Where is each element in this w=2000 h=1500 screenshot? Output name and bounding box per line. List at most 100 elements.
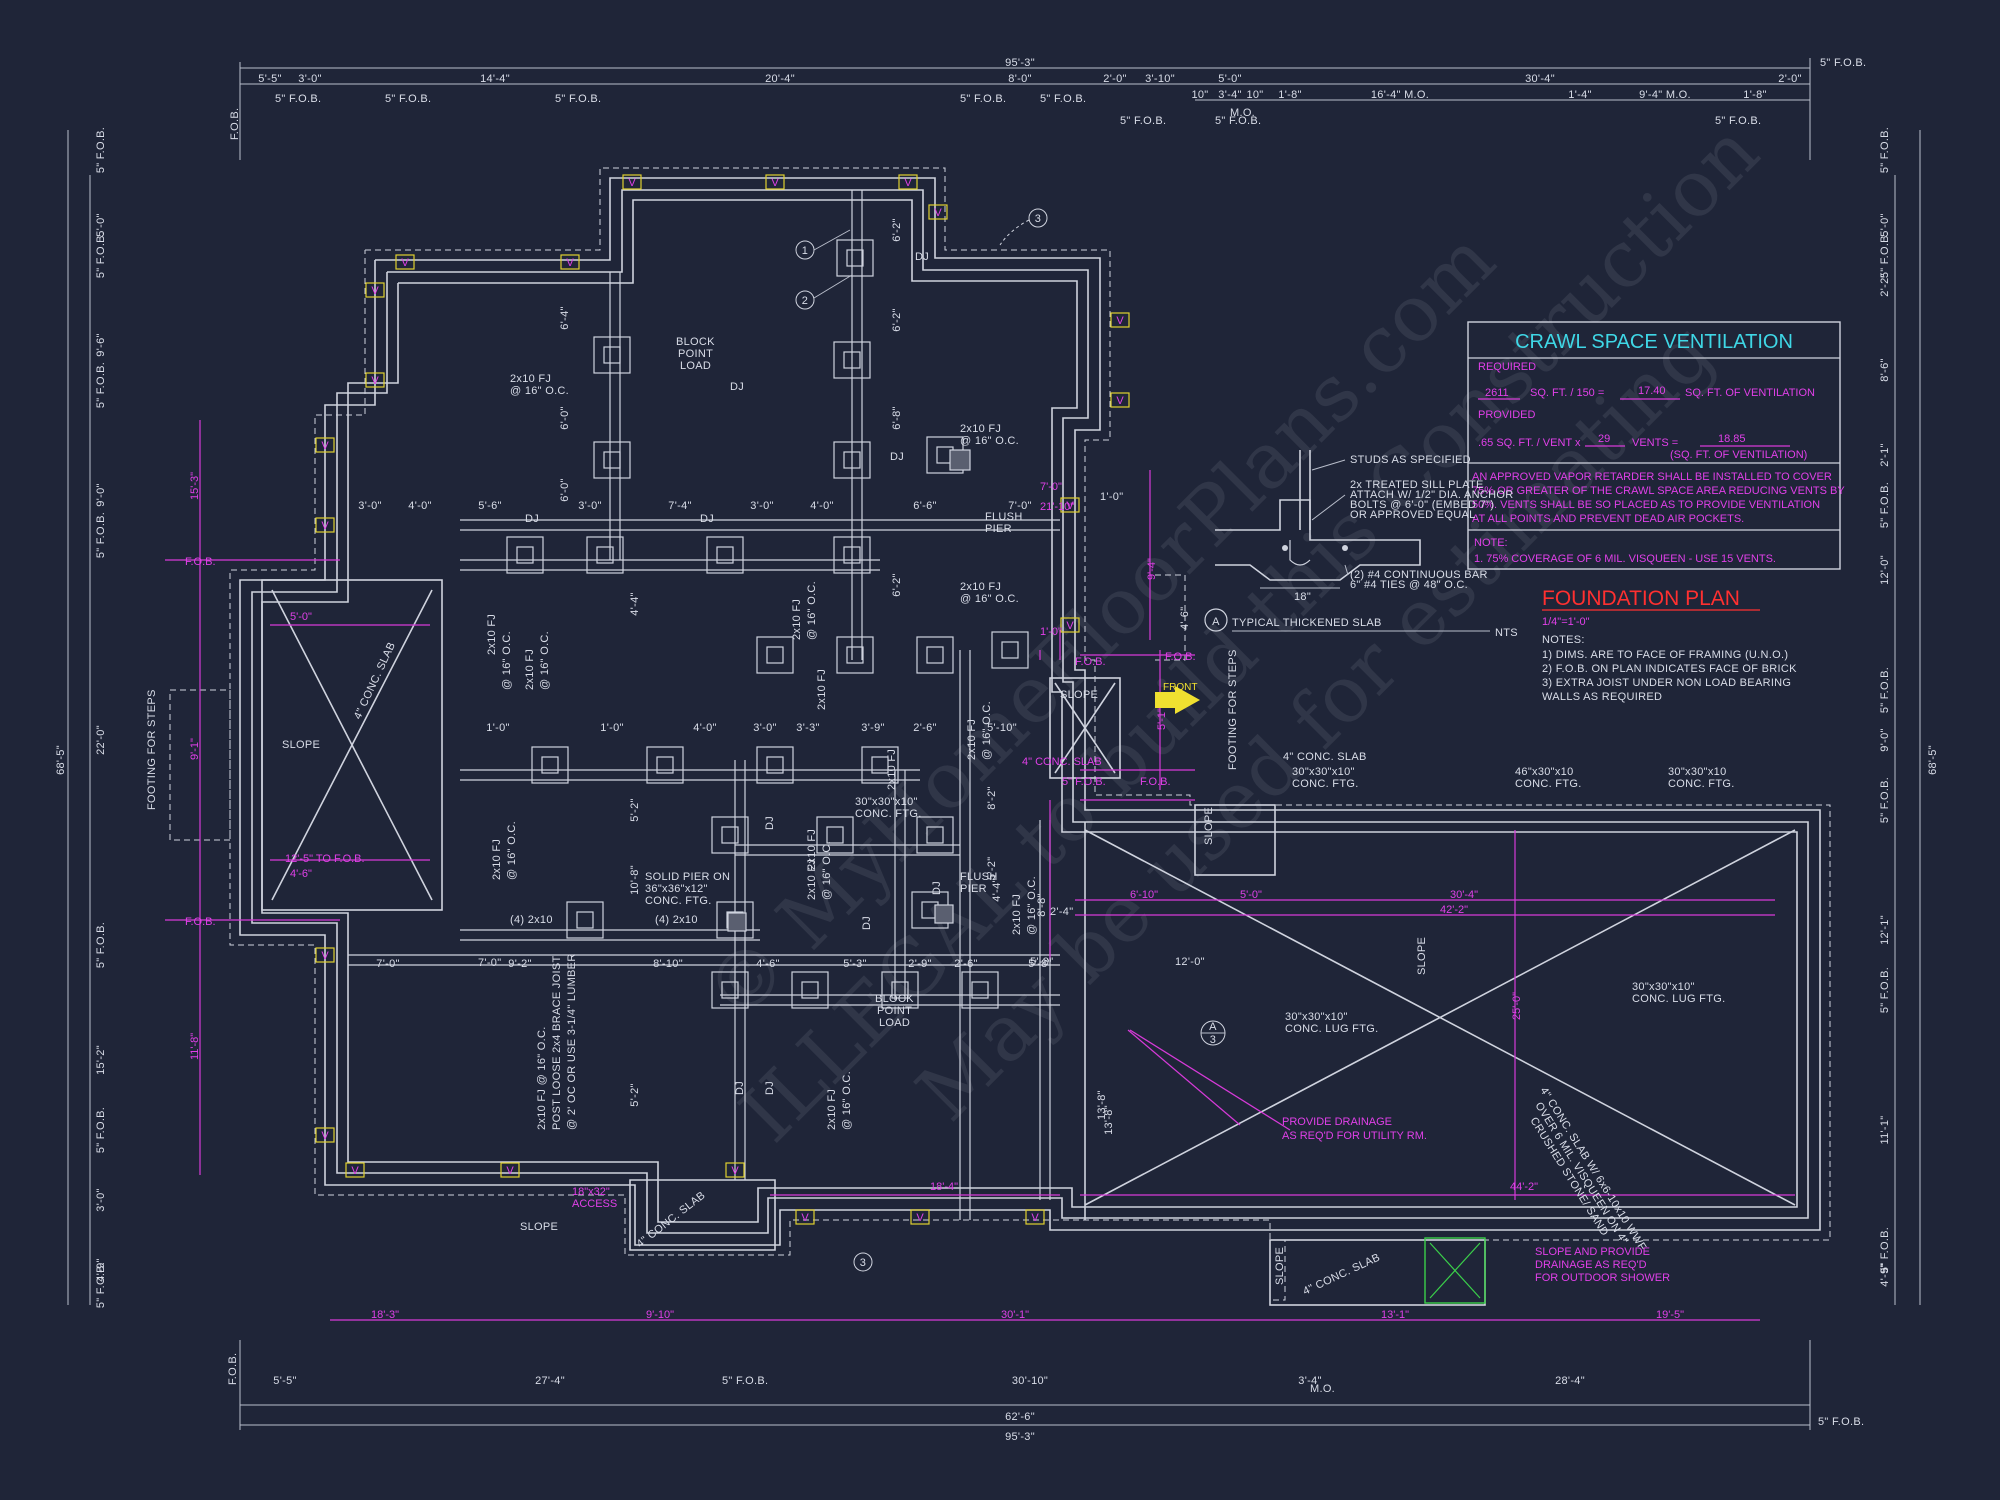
plan-label-32: FOOTING FOR STEPS <box>1227 649 1239 770</box>
int-dim-a-4: 7'-4" <box>668 500 691 512</box>
pier-4 <box>833 441 871 479</box>
plan-label-78: DJ <box>861 916 873 930</box>
bottom-mag-dim-3: 13'-1" <box>1381 1309 1409 1321</box>
top-fob-6: 5" F.O.B. <box>1215 115 1261 127</box>
ventilation-prov-vents: 29 <box>1598 433 1610 445</box>
top-dim-8: 30'-4" <box>1525 73 1555 85</box>
mag-label-25: DRAINAGE AS REQ'D <box>1535 1259 1647 1271</box>
plan-label-41: CONC. FTG. <box>1515 778 1582 790</box>
mag-label-30: F.O.B. <box>1140 776 1171 788</box>
pier-inner-13 <box>541 756 559 774</box>
top-dim-4: 8'-0" <box>1008 73 1031 85</box>
pier-inner-10 <box>766 646 784 664</box>
pier-inner-14 <box>656 756 674 774</box>
mag-label-9: 30'-4" <box>1450 889 1478 901</box>
mag-label-20: 9'-4" <box>1146 558 1158 580</box>
plan-label-13: LOAD <box>680 360 711 372</box>
pier-inner-8 <box>843 546 861 564</box>
int-dim-v-3: 6'-2" <box>891 308 903 331</box>
vent-6 <box>365 282 385 298</box>
left-dim-9: 15'-2" <box>95 1045 107 1075</box>
top-fob-1: 5" F.O.B. <box>385 93 431 105</box>
right-dimensions: 68'-5" 5" F.O.B.5'-0"5" F.O.B.2'-2"8'-6"… <box>1879 127 1939 1305</box>
plan-label-48: (4) 2x10 <box>510 914 553 926</box>
plan-label-69: 2x10 FJ <box>1011 894 1023 935</box>
ventilation-prov-text2: VENTS = <box>1632 437 1678 449</box>
pier-18 <box>816 816 854 854</box>
bottom-dim-4: 28'-4" <box>1555 1375 1585 1387</box>
plan-label-59: @ 16" O.C. <box>539 631 551 690</box>
vent-label-13: V <box>1066 620 1074 632</box>
plan-label-73: 2x10 FJ <box>491 839 503 880</box>
pier-17 <box>711 816 749 854</box>
plan-label-0: 2x10 FJ <box>510 373 551 385</box>
pier-19 <box>916 816 954 854</box>
pier-27 <box>991 631 1029 669</box>
pier-16 <box>861 746 899 784</box>
plan-label-1: @ 16" O.C. <box>510 385 569 397</box>
foundation-plan-title: FOUNDATION PLAN <box>1542 587 1740 610</box>
section-marker: A <box>1212 616 1220 628</box>
vent-21 <box>1025 1209 1045 1225</box>
plan-label-6: DJ <box>730 381 744 393</box>
right-dim-4: 8'-6" <box>1879 358 1891 381</box>
top-dim2-5: 1'-4" <box>1568 89 1591 101</box>
vent-label-5: V <box>566 257 574 269</box>
int-dim-b-5: 3'-9" <box>861 722 884 734</box>
pier-inner-23 <box>721 981 739 999</box>
vent-label-20: V <box>916 1212 924 1224</box>
ventilation-para-4: AT ALL POINTS AND PREVENT DEAD AIR POCKE… <box>1472 513 1744 525</box>
pier-24 <box>791 971 829 1009</box>
bottom-dim-1: 27'-4" <box>535 1375 565 1387</box>
garage-dim-5-8: 5'-8" <box>1030 956 1053 968</box>
top-fob-5: 5" F.O.B. <box>1120 115 1166 127</box>
right-dim-14: 5" F.O.B. <box>1879 1227 1891 1273</box>
ventilation-req-text2: SQ. FT. OF VENTILATION <box>1685 387 1815 399</box>
left-dimensions: 68'-5" 5" F.O.B.5'-0"5" F.O.B.9'-6"5" F.… <box>55 127 107 1308</box>
garage-dim-13-8: 13'-8" <box>1096 1090 1108 1120</box>
bottom-overall-dim: 95'-3" <box>1005 1431 1035 1443</box>
ventilation-para-3: 50%. VENTS SHALL BE SO PLACED AS TO PROV… <box>1472 499 1820 511</box>
plan-label-18: PIER <box>985 523 1012 535</box>
pier-inner-7 <box>716 546 734 564</box>
plan-label-26: SLOPE <box>1274 1247 1286 1285</box>
right-dim-9: 9'-0" <box>1879 728 1891 751</box>
plan-label-4: 2x10 FJ <box>960 581 1001 593</box>
int-dim-c-6: 2'-6" <box>954 958 977 970</box>
vent-label-10: V <box>1116 315 1124 327</box>
foundation-note-4: WALLS AS REQUIRED <box>1542 691 1662 703</box>
top-dimensions: 95'-3" 5" F.O.B. 5'-5"3'-0"14'-4"20'-4"8… <box>229 57 1866 160</box>
plan-label-75: DJ <box>764 816 776 830</box>
plan-label-20: PIER <box>960 883 987 895</box>
mag-label-0: F.O.B. <box>185 556 216 568</box>
int-dim-v-13: 4'-4" <box>991 878 1003 901</box>
plan-label-25: SLOPE <box>1416 937 1428 975</box>
bottom-dim-0: 5'-5" <box>273 1375 296 1387</box>
left-dim-12: 4'-9" <box>95 1258 107 1281</box>
right-dim-12: 5" F.O.B. <box>1879 967 1891 1013</box>
int-dim-v-4: 6'-8" <box>891 406 903 429</box>
vent-2 <box>898 174 918 190</box>
bottom-fob-mid: 5" F.O.B. <box>722 1375 768 1387</box>
piers <box>506 239 1029 1009</box>
foundation-plan-scale: 1/4"=1'-0" <box>1542 616 1590 628</box>
plan-label-61: @ 16" O.C. <box>806 581 818 640</box>
left-dim-items: 5" F.O.B.5'-0"5" F.O.B.9'-6"5" F.O.B.9'-… <box>95 127 107 1308</box>
vent-0 <box>622 174 642 190</box>
vent-10 <box>1110 312 1130 328</box>
top-dim2-6: 9'-4" M.O. <box>1639 89 1691 101</box>
mag-label-3: F.O.B. <box>1075 656 1106 668</box>
plan-label-9: DJ <box>700 513 714 525</box>
plan-label-22: SLOPE <box>520 1221 558 1233</box>
plan-label-7: DJ <box>890 451 904 463</box>
top-dim-2: 14'-4" <box>480 73 510 85</box>
bottom-mag-dim-2: 30'-1" <box>1001 1309 1029 1321</box>
plan-label-38: 30"x30"x10" <box>1292 766 1355 778</box>
plan-label-16: LOAD <box>879 1017 910 1029</box>
section-nts: NTS <box>1495 627 1518 639</box>
right-dim-8: 5" F.O.B. <box>1879 667 1891 713</box>
pier-3 <box>593 441 631 479</box>
ventilation-prov-text3: (SQ. FT. OF VENTILATION) <box>1670 449 1807 461</box>
plan-label-17: FLUSH <box>985 511 1023 523</box>
